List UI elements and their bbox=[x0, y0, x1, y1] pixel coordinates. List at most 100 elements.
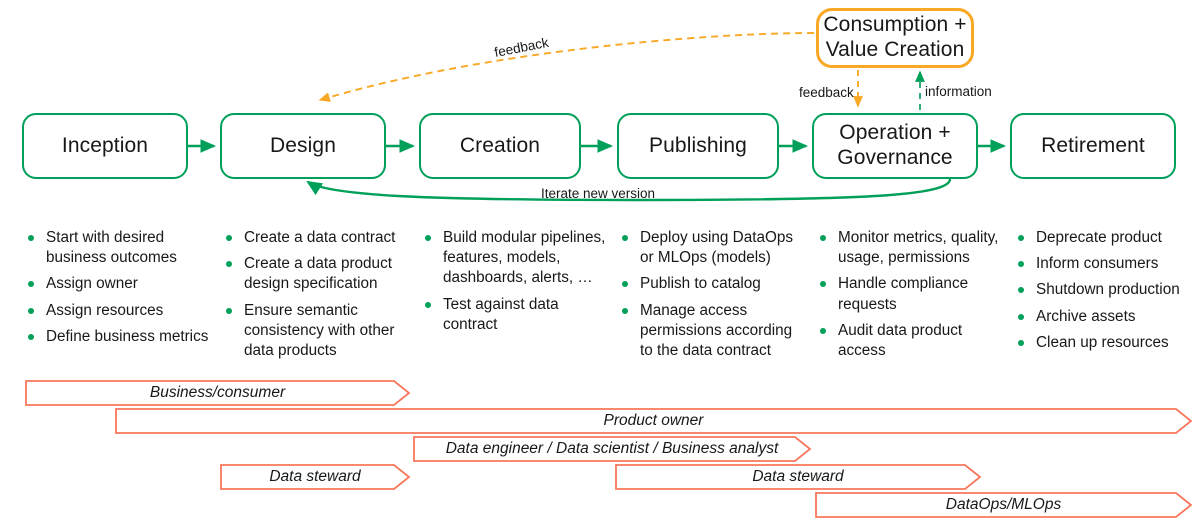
bullet-dot-icon bbox=[1018, 235, 1024, 241]
bullet-dot-icon bbox=[1018, 339, 1024, 346]
bullet-item-label: Manage access permissions according to t… bbox=[640, 301, 793, 359]
role-bar-label: Data steward bbox=[752, 468, 844, 485]
bullet-item-label: Handle compliance requests bbox=[838, 275, 969, 313]
bullet-item: Handle compliance requests bbox=[818, 274, 1004, 314]
bullet-item: Audit data product access bbox=[818, 321, 1004, 361]
bullet-dot-icon bbox=[28, 235, 34, 241]
bullet-item-label: Clean up resources bbox=[1036, 333, 1169, 351]
bullet-dot-icon bbox=[820, 327, 826, 334]
bullet-item: Inform consumers bbox=[1016, 254, 1200, 274]
bullet-item: Assign resources bbox=[26, 301, 211, 321]
stage-box-inception[interactable]: Inception bbox=[22, 113, 188, 179]
role-bar-shape bbox=[413, 436, 812, 462]
bullet-item: Clean up resources bbox=[1016, 333, 1200, 353]
role-bar-data-steward-1[interactable]: Data steward bbox=[220, 464, 411, 490]
bullet-dot-icon bbox=[622, 307, 628, 314]
stage-box-consumption-label: Consumption +Value Creation bbox=[823, 13, 967, 61]
bullet-item-label: Create a data contract bbox=[244, 229, 396, 246]
bullet-dot-icon bbox=[622, 235, 628, 241]
bullet-item: Publish to catalog bbox=[620, 274, 808, 294]
role-bar-label: Product owner bbox=[603, 412, 704, 429]
stage-box-creation[interactable]: Creation bbox=[419, 113, 581, 179]
bullet-item: Deprecate product bbox=[1016, 228, 1200, 248]
role-bar-label: Business/consumer bbox=[149, 384, 286, 401]
bullet-dot-icon bbox=[28, 333, 34, 340]
bullet-column-creation: Build modular pipelines, features, model… bbox=[423, 228, 609, 341]
role-bar-label: DataOps/MLOps bbox=[945, 496, 1062, 513]
stage-box-retirement-label: Retirement bbox=[1041, 133, 1145, 157]
bullet-item-label: Inform consumers bbox=[1036, 255, 1159, 273]
bullet-dot-icon bbox=[28, 281, 34, 288]
bullet-dot-icon bbox=[1018, 313, 1024, 320]
role-bar-product-owner[interactable]: Product owner bbox=[115, 408, 1193, 434]
role-bar-shape bbox=[220, 464, 411, 490]
bullet-item-label: Create a data product design specificati… bbox=[244, 255, 392, 293]
stage-box-consumption[interactable]: Consumption +Value Creation bbox=[816, 8, 974, 68]
edge-label-feedback-curve: feedback bbox=[493, 34, 550, 60]
role-bar-business-consumer[interactable]: Business/consumer bbox=[25, 380, 411, 406]
bullet-item: Assign owner bbox=[26, 274, 211, 294]
bullet-column-operation: Monitor metrics, quality, usage, permiss… bbox=[818, 228, 1004, 367]
bullet-item: Manage access permissions according to t… bbox=[620, 301, 808, 362]
bullet-column-publishing: Deploy using DataOps or MLOps (models) Pu… bbox=[620, 228, 808, 367]
role-bar-shape bbox=[115, 408, 1193, 434]
role-bar-label: Data engineer / Data scientist / Busines… bbox=[445, 440, 779, 457]
bullet-dot-icon bbox=[820, 235, 826, 241]
bullet-dot-icon bbox=[226, 235, 232, 241]
bullet-item: Test against data contract bbox=[423, 295, 609, 335]
bullet-item-label: Ensure semantic consistency with other d… bbox=[244, 301, 395, 359]
stage-box-creation-label: Creation bbox=[459, 133, 541, 157]
bullet-item: Shutdown production bbox=[1016, 280, 1200, 300]
bullet-item-label: Publish to catalog bbox=[640, 275, 761, 293]
stage-box-design[interactable]: Design bbox=[220, 113, 386, 179]
role-bar-data-eng-sci-ba[interactable]: Data engineer / Data scientist / Busines… bbox=[413, 436, 812, 462]
bullet-item-label: Deprecate product bbox=[1036, 229, 1162, 246]
edge-label-information: information bbox=[925, 84, 992, 99]
role-bar-shape bbox=[615, 464, 982, 490]
role-bar-dataops-mlops[interactable]: DataOps/MLOps bbox=[815, 492, 1193, 518]
bullet-item-label: Monitor metrics, quality, usage, permiss… bbox=[838, 229, 999, 267]
bullet-item: Monitor metrics, quality, usage, permiss… bbox=[818, 228, 1004, 268]
bullet-item: Define business metrics bbox=[26, 327, 211, 347]
bullet-item: Create a data contract bbox=[224, 228, 410, 248]
bullet-item-label: Start with desired business outcomes bbox=[46, 229, 177, 267]
stage-box-publishing-label: Publishing bbox=[649, 133, 747, 157]
bullet-dot-icon bbox=[1018, 287, 1024, 294]
bullet-item: Start with desired business outcomes bbox=[26, 228, 211, 268]
bullet-item-label: Audit data product access bbox=[838, 321, 963, 359]
bullet-item: Build modular pipelines, features, model… bbox=[423, 228, 609, 289]
bullet-item: Ensure semantic consistency with other d… bbox=[224, 301, 410, 362]
stage-box-inception-label: Inception bbox=[61, 133, 149, 157]
stage-box-operation-governance-label: Operation +Governance bbox=[837, 121, 953, 169]
bullet-item-label: Shutdown production bbox=[1036, 281, 1180, 299]
bullet-item: Deploy using DataOps or MLOps (models) bbox=[620, 228, 808, 268]
bullet-item: Create a data product design specificati… bbox=[224, 254, 410, 294]
role-bar-shape bbox=[25, 380, 411, 406]
bullet-item-label: Assign owner bbox=[46, 275, 138, 293]
edge-label-iterate-new-version: Iterate new version bbox=[541, 186, 656, 201]
edge-label-feedback-down: feedback bbox=[799, 85, 854, 100]
role-bar-label: Data steward bbox=[269, 468, 361, 485]
stage-box-design-label: Design bbox=[270, 133, 336, 157]
bullet-dot-icon bbox=[425, 301, 431, 308]
bullet-item-label: Test against data contract bbox=[443, 295, 559, 333]
bullet-dot-icon bbox=[226, 307, 232, 314]
bullet-dot-icon bbox=[1018, 261, 1024, 268]
bullet-dot-icon bbox=[226, 261, 232, 268]
bullet-item-label: Build modular pipelines, features, model… bbox=[443, 229, 606, 287]
stage-box-publishing[interactable]: Publishing bbox=[617, 113, 779, 179]
stage-box-retirement[interactable]: Retirement bbox=[1010, 113, 1176, 179]
stage-box-operation-governance[interactable]: Operation +Governance bbox=[812, 113, 978, 179]
role-bar-data-steward-2[interactable]: Data steward bbox=[615, 464, 982, 490]
bullet-item-label: Archive assets bbox=[1036, 307, 1136, 325]
bullet-item-label: Assign resources bbox=[46, 301, 164, 319]
bullet-item: Archive assets bbox=[1016, 307, 1200, 327]
bullet-item-label: Deploy using DataOps or MLOps (models) bbox=[640, 229, 794, 267]
bullet-dot-icon bbox=[622, 281, 628, 288]
bullet-dot-icon bbox=[425, 235, 431, 241]
role-bar-shape bbox=[815, 492, 1193, 518]
